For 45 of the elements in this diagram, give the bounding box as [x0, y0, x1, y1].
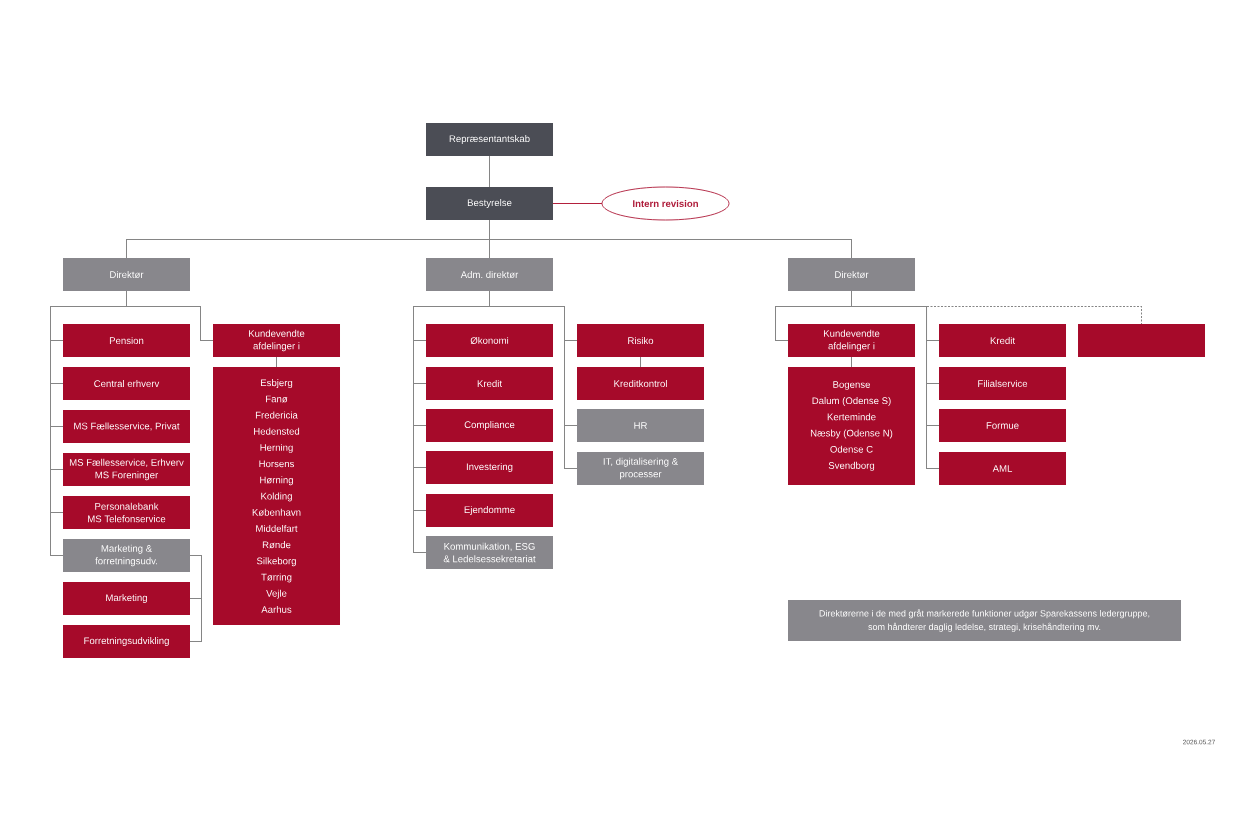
- unit-box: MS Fællesservice, Privat: [63, 410, 190, 443]
- connector-line: [851, 356, 852, 368]
- unit-box: Personalebank MS Telefonservice: [63, 496, 190, 529]
- unit-box: AML: [939, 452, 1066, 485]
- unit-box: IT, digitalisering & processer: [577, 452, 704, 485]
- connector-line: [276, 356, 277, 368]
- unit-box: Direktør: [63, 258, 190, 291]
- unit-box: Kredit: [939, 324, 1066, 357]
- connector-line: [489, 155, 490, 188]
- list-box: Bogense Dalum (Odense S) Kerteminde Næsby (Odense N) Odense C Svendborg: [788, 367, 915, 485]
- unit-box: Kommunikation, ESG & Ledelsessekretariat: [426, 536, 553, 569]
- unit-box: Pension: [63, 324, 190, 357]
- unit-box: HR: [577, 409, 704, 442]
- unit-box: Bestyrelse: [426, 187, 553, 220]
- connector-line: [552, 203, 603, 204]
- unit-box: Marketing: [63, 582, 190, 615]
- connector-line: [189, 555, 202, 642]
- connector-line: [489, 219, 852, 259]
- unit-box: Formue: [939, 409, 1066, 442]
- connector-line: [640, 356, 641, 368]
- unit-box: Kredit: [426, 367, 553, 400]
- unit-box: Forretningsudvikling: [63, 625, 190, 658]
- unit-box: Kreditkontrol: [577, 367, 704, 400]
- unit-box: Direktør: [788, 258, 915, 291]
- connector-line: [851, 290, 940, 469]
- unit-box: Investering: [426, 451, 553, 484]
- note-box: Direktørerne i de med gråt markerede funktioner udgør Sparekassens ledergruppe, som håndterer daglig ledelse, strategi, krisehåndtering mv.: [788, 600, 1181, 641]
- unit-box: Risiko: [577, 324, 704, 357]
- connector-line: [851, 290, 1142, 325]
- unit-box: Økonomi: [426, 324, 553, 357]
- unit-box: Marketing & forretningsudv.: [63, 539, 190, 572]
- unit-box: [1078, 324, 1205, 357]
- unit-box: Compliance: [426, 409, 553, 442]
- unit-box: Central erhverv: [63, 367, 190, 400]
- unit-box: Filialservice: [939, 367, 1066, 400]
- unit-box: Kundevendte afdelinger i: [213, 324, 340, 357]
- connector-line: [489, 290, 578, 469]
- unit-box: Kundevendte afdelinger i: [788, 324, 915, 357]
- oval-node: Intern revision: [601, 186, 730, 221]
- unit-box: MS Fællesservice, Erhverv MS Foreninger: [63, 453, 190, 486]
- unit-box: Repræsentantskab: [426, 123, 553, 156]
- unit-box: Adm. direktør: [426, 258, 553, 291]
- unit-box: Ejendomme: [426, 494, 553, 527]
- list-box: Esbjerg Fanø Fredericia Hedensted Herning Horsens Hørning Kolding København Middelfart Rønde Silkeborg Tørring Vejle Aarhus: [213, 367, 340, 625]
- connector-line: [126, 290, 214, 341]
